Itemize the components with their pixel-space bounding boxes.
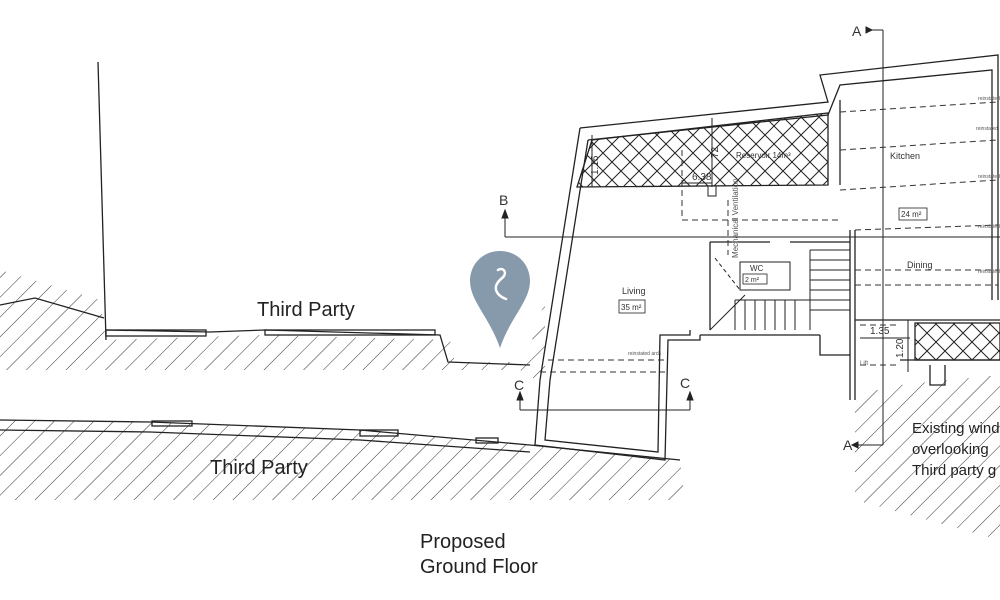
section-line-c: [516, 390, 694, 411]
reinstated-right-3: reinstated: [978, 174, 1000, 180]
reinstated-right-4: reinstated: [978, 224, 1000, 230]
reservoir-hatch: [576, 112, 829, 188]
note-line1: Existing wind: [912, 420, 1000, 437]
living-area: 35 m²: [621, 303, 642, 312]
third-party-lower-hatch: [0, 420, 685, 500]
reinstated-right-5: reinstated: [978, 269, 1000, 275]
dimension-638: 6.38: [692, 172, 712, 183]
section-mark-a-bottom: A: [843, 437, 853, 453]
dimension-120: 1.20: [895, 338, 906, 358]
living-label: Living: [622, 286, 646, 296]
area-boxes: [618, 207, 928, 314]
upper-boundary: [0, 61, 531, 366]
location-pin-glyph: [494, 267, 508, 301]
staircase: [709, 249, 850, 331]
drawing-title-line2: Ground Floor: [420, 556, 538, 578]
third-party-lower-label: Third Party: [210, 457, 308, 479]
reinstated-arch-label: reinstated arch: [628, 351, 661, 357]
lift-label: Lift: [860, 361, 868, 367]
drawing-title-line1: Proposed: [420, 531, 506, 553]
reservoir-label: Reservoir 14m³: [736, 151, 791, 160]
kitchen-area: 24 m²: [901, 210, 922, 219]
lift-side-hatch: [914, 322, 1000, 361]
location-pin-shape: [470, 251, 530, 348]
note-line3: Third party g: [912, 462, 996, 479]
section-mark-c-right: C: [680, 375, 690, 391]
section-line-b: [501, 208, 1000, 238]
dimension-lines: [591, 118, 910, 372]
wc-room: [714, 257, 791, 291]
reinstated-right-2: reinstated: [976, 126, 998, 132]
third-party-upper-hatch: [0, 270, 545, 385]
location-pin-icon[interactable]: [470, 251, 530, 348]
section-mark-a-top: A: [852, 23, 862, 39]
third-party-upper-label: Third Party: [257, 299, 355, 321]
wc-label: WC: [750, 264, 764, 273]
dimension-72: 72: [710, 146, 721, 158]
wc-area: 2 m²: [745, 277, 760, 284]
mechanical-ventilation-label: Mechanical Ventilation: [731, 178, 740, 258]
dimension-135: 1.35: [870, 326, 890, 337]
kitchen-label: Kitchen: [890, 151, 920, 161]
section-mark-c-left: C: [514, 377, 524, 393]
reinstated-right-1: reinstated: [978, 96, 1000, 102]
dining-label: Dining: [907, 260, 933, 270]
section-mark-b: B: [499, 192, 508, 208]
dashed-lines: [540, 101, 999, 373]
third-party-right-hatch: [855, 375, 1000, 540]
dimension-115: 1.15: [590, 155, 601, 175]
note-line2: overlooking: [912, 441, 989, 458]
